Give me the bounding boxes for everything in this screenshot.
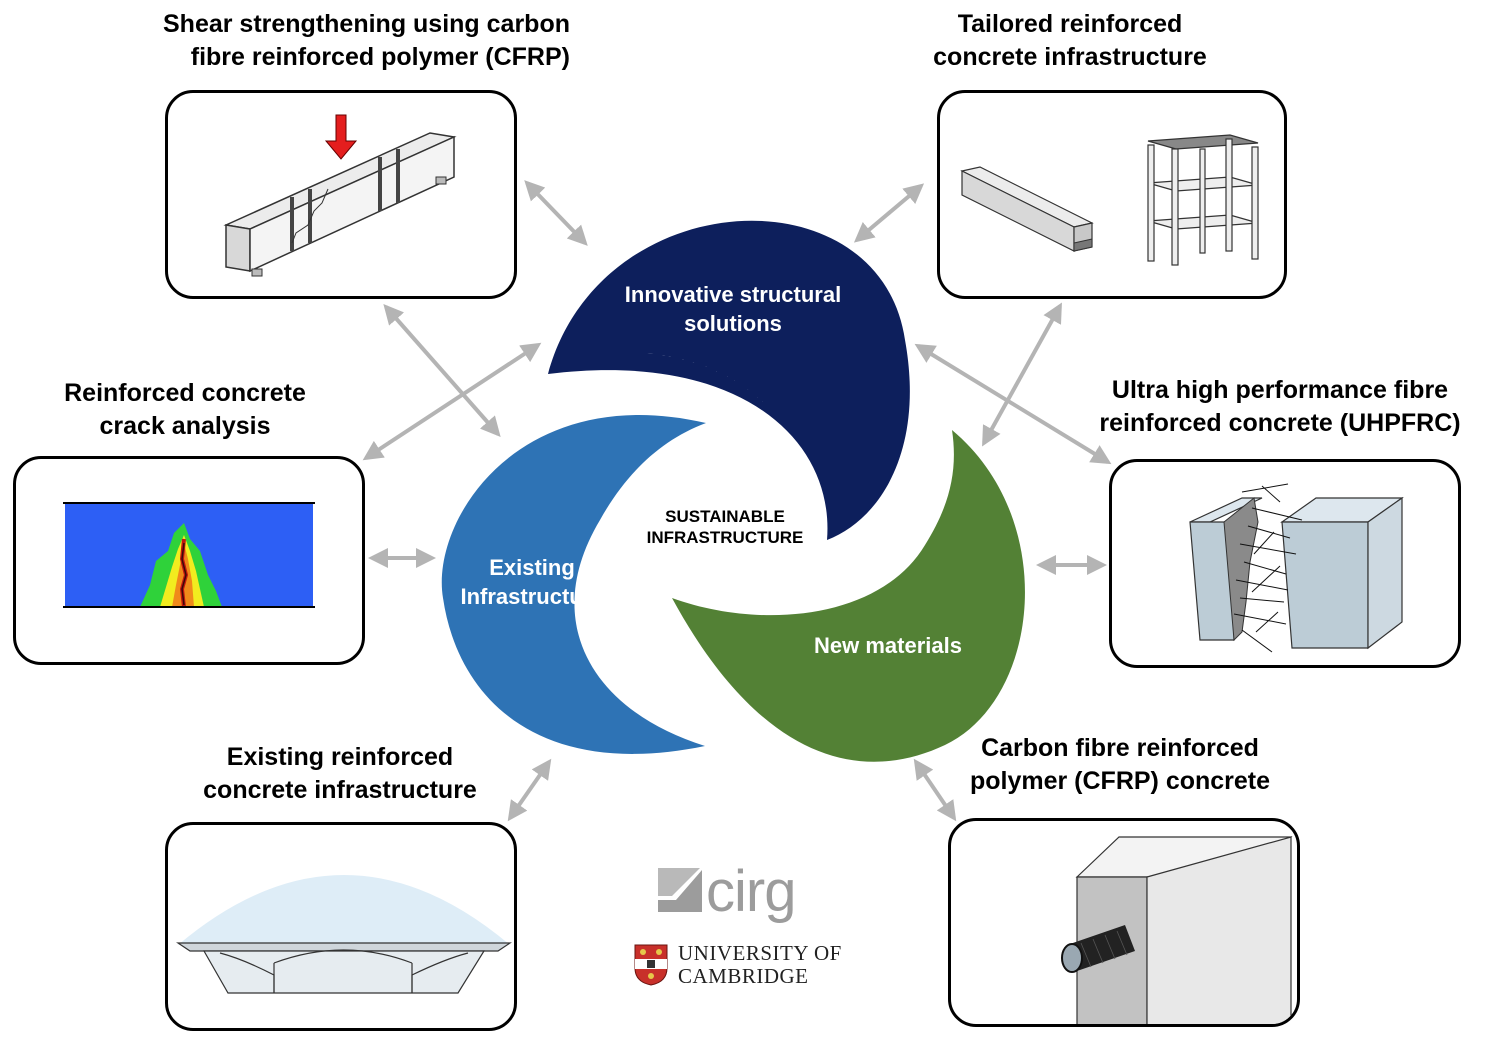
fibre — [1239, 543, 1297, 555]
bridge-body — [202, 950, 486, 994]
bridge-illustration — [176, 875, 512, 994]
bridge-deck — [176, 942, 512, 952]
crest-lion — [648, 973, 654, 979]
center-label-line1: SUSTAINABLE — [665, 507, 785, 526]
fibre — [1243, 561, 1287, 575]
arrow-existing-rc-to-existing — [507, 758, 552, 822]
beam-support-right — [435, 176, 447, 185]
card-crack — [13, 456, 365, 665]
arrow-tailored-to-innovative — [853, 183, 925, 243]
fibre — [1255, 611, 1279, 633]
beam-side-face — [249, 135, 455, 273]
cfrp-bar-strand — [1080, 942, 1092, 968]
bridge-sky-dome — [178, 875, 510, 945]
cfrp-bar-end — [1061, 943, 1083, 973]
column-side-face — [1146, 836, 1292, 1024]
arrow-cfrp-shear-to-existing — [383, 303, 501, 438]
cfrp-bar-strand — [1116, 930, 1128, 956]
block-right-side — [1367, 496, 1403, 650]
cirg-mark-shape — [658, 868, 700, 896]
crack-analysis-illustration — [63, 502, 315, 608]
title-tailored-text: Tailored reinforced concrete infrastruct… — [933, 10, 1207, 71]
card-existing-rc — [165, 822, 517, 1031]
uhpfrc-illustration — [1189, 483, 1404, 653]
arrow-cfrp-concrete-to-materials — [913, 758, 957, 822]
bridge-arch-mid — [273, 949, 413, 964]
cfrp-bar-strand — [1092, 938, 1104, 964]
title-cfrp-shear: Shear strengthening using carbon fibre r… — [110, 8, 570, 74]
fibre — [1235, 579, 1289, 591]
shear-crack — [291, 188, 329, 244]
frame-column — [1199, 148, 1206, 254]
arrow-uhpfrc-to-innovative — [914, 343, 1112, 465]
cfrp-beam-illustration — [223, 114, 457, 277]
block-right-front — [1281, 521, 1369, 649]
connector-arrows — [362, 180, 1112, 822]
arrow-tailored-to-materials — [982, 302, 1062, 447]
frame-structure — [1147, 134, 1259, 266]
university-line1: UNIVERSITY OF — [678, 941, 842, 965]
lobe-existing-line2: Infrastructure — [460, 584, 603, 609]
title-cfrp-shear-text: Shear strengthening using carbon fibre r… — [163, 10, 570, 71]
load-arrow — [324, 114, 358, 160]
tailored-illustration — [960, 134, 1259, 266]
card-cfrp-concrete — [948, 818, 1300, 1027]
crest-lion — [656, 949, 662, 955]
cfrp-bar-strand — [1104, 934, 1116, 960]
title-existing-rc: Existing reinforced concrete infrastruct… — [170, 741, 510, 807]
lobe-existing — [441, 414, 706, 754]
fibre — [1261, 485, 1281, 503]
crest-book — [647, 960, 655, 968]
title-crack: Reinforced concrete crack analysis — [20, 377, 350, 443]
lobe-materials-line1: New materials — [814, 633, 962, 658]
cfrp-wraps — [290, 149, 400, 251]
title-existing-rc-text: Existing reinforced concrete infrastruct… — [203, 743, 477, 804]
lobe-materials — [672, 430, 1025, 762]
lobe-innovative-line2: solutions — [684, 311, 782, 336]
card-cfrp-shear — [165, 90, 517, 299]
fibre — [1251, 507, 1303, 521]
fibre — [1247, 525, 1291, 539]
cambridge-crest — [634, 944, 668, 986]
title-cfrp-concrete: Carbon fibre reinforced polymer (CFRP) c… — [940, 732, 1300, 798]
frame-slab — [1147, 134, 1259, 150]
title-uhpfrc: Ultra high performance fibre reinforced … — [1075, 374, 1485, 440]
frame-column — [1171, 148, 1179, 266]
cirg-logo-text: cirg — [706, 859, 796, 924]
frame-column — [1147, 144, 1155, 262]
card-tailored — [937, 90, 1287, 299]
fem-contour-orange — [172, 543, 194, 607]
title-tailored: Tailored reinforced concrete infrastruct… — [900, 8, 1240, 74]
arrow-cfrp-shear-to-innovative — [524, 180, 588, 246]
frame-column — [1251, 146, 1259, 260]
lobe-innovative — [548, 220, 910, 540]
beam-support-left — [251, 268, 263, 277]
crest-lion — [640, 949, 646, 955]
fibre — [1253, 531, 1275, 555]
card-uhpfrc — [1109, 459, 1461, 668]
title-cfrp-concrete-text: Carbon fibre reinforced polymer (CFRP) c… — [969, 734, 1271, 795]
cfrp-concrete-illustration — [1061, 836, 1293, 1024]
fibre — [1233, 613, 1287, 625]
arrow-crack-to-innovative — [362, 342, 542, 461]
lobe-innovative-line1: Innovative structural — [625, 282, 841, 307]
fibre — [1241, 629, 1273, 653]
cfrp-bar-body — [1067, 925, 1135, 971]
center-label-line2: INFRASTRUCTURE — [647, 528, 804, 547]
title-crack-text: Reinforced concrete crack analysis — [64, 379, 306, 440]
fibres — [1233, 483, 1303, 653]
tailored-beam-base-layer — [1073, 238, 1093, 252]
fibre — [1251, 565, 1281, 593]
fem-crack-core — [181, 542, 187, 606]
cfrp-bar-texture — [1080, 930, 1128, 968]
university-line2: CAMBRIDGE — [678, 964, 809, 988]
cirg-logo-mark — [658, 868, 702, 912]
beam-front-face — [225, 224, 251, 272]
title-uhpfrc-text: Ultra high performance fibre reinforced … — [1099, 376, 1461, 437]
frame-column — [1225, 138, 1233, 252]
fibre — [1239, 597, 1285, 603]
cirg-mark-shape — [658, 870, 702, 912]
lobe-existing-line1: Existing — [489, 555, 575, 580]
